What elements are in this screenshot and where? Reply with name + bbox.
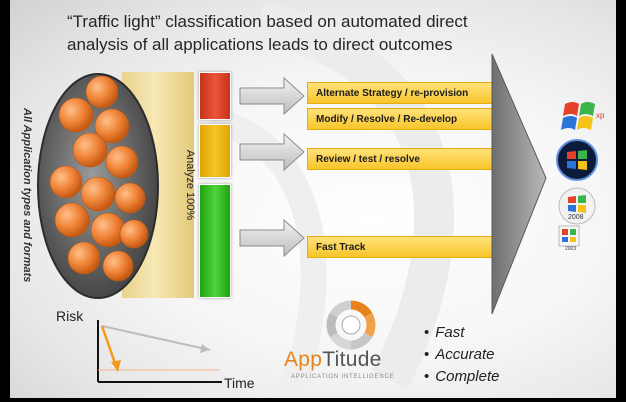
application-ball [114,182,146,214]
red-light-bar [199,72,231,120]
slide-title: “Traffic light” classification based on … [67,10,507,56]
outcome-fast-track: Fast Track [307,236,497,258]
outcome-review-test: Review / test / resolve [307,148,497,170]
server-2008-label: 2008 [568,214,584,221]
green-arrow-icon [239,218,305,258]
application-ball [72,132,108,168]
application-ball [102,250,134,282]
slide-title-line-2: analysis of all applications leads to di… [67,35,453,54]
application-types-label: All Application types and formats [21,108,33,283]
windows-xp-icon [561,102,595,130]
application-balls [49,75,149,282]
green-light-bar [199,184,231,298]
logo-tagline: APPLICATION INTELLIGENCE [291,374,395,380]
server-2003-label: 2003 [565,246,577,252]
yellow-arrow-icon [239,132,305,172]
apptitude-logo-text: AppTitude [284,348,382,372]
application-ball [119,219,149,249]
yellow-light-bar [199,124,231,178]
application-ball [80,176,116,212]
benefit-accurate: Accurate [424,344,499,366]
application-pool [37,73,159,299]
risk-time-chart [97,320,222,383]
windows-server-2008-icon [558,187,596,225]
windows-7-icon [556,139,598,181]
red-arrow-icon [239,76,305,116]
big-arrow-icon [491,53,547,315]
outcome-arrows [239,76,305,258]
benefits-list: Fast Accurate Complete [424,322,499,388]
xp-label: xp [596,111,605,120]
risk-axis-label: Risk [56,308,84,324]
application-ball [54,202,90,238]
slow-risk-arrowhead [200,344,210,353]
slow-risk-line [101,325,211,351]
application-ball [90,212,126,248]
application-ball [58,97,94,133]
benefit-complete: Complete [424,366,499,388]
windows-server-2003-icon [558,225,580,247]
time-axis-label: Time [224,375,255,391]
fast-risk-arrowhead [111,360,121,372]
application-ball [85,75,119,109]
application-ball [94,108,130,144]
fast-risk-line [100,325,118,367]
slide-title-line-1: “Traffic light” classification based on … [67,12,468,31]
background-swirl [207,0,454,398]
benefit-fast: Fast [424,322,499,344]
slide: “Traffic light” classification based on … [10,0,616,398]
application-ball [105,145,139,179]
logo-text-titude: Titude [322,348,382,371]
application-ball [49,165,83,199]
os-icons [556,102,598,247]
outcome-modify-resolve: Modify / Resolve / Re-develop [307,108,497,130]
logo-text-app: App [284,348,323,371]
analyze-label: Analyze 100% [184,149,196,221]
application-ball [67,241,101,275]
outcome-alternate-strategy: Alternate Strategy / re-provision [307,82,497,104]
apptitude-logo-icon [326,300,376,350]
